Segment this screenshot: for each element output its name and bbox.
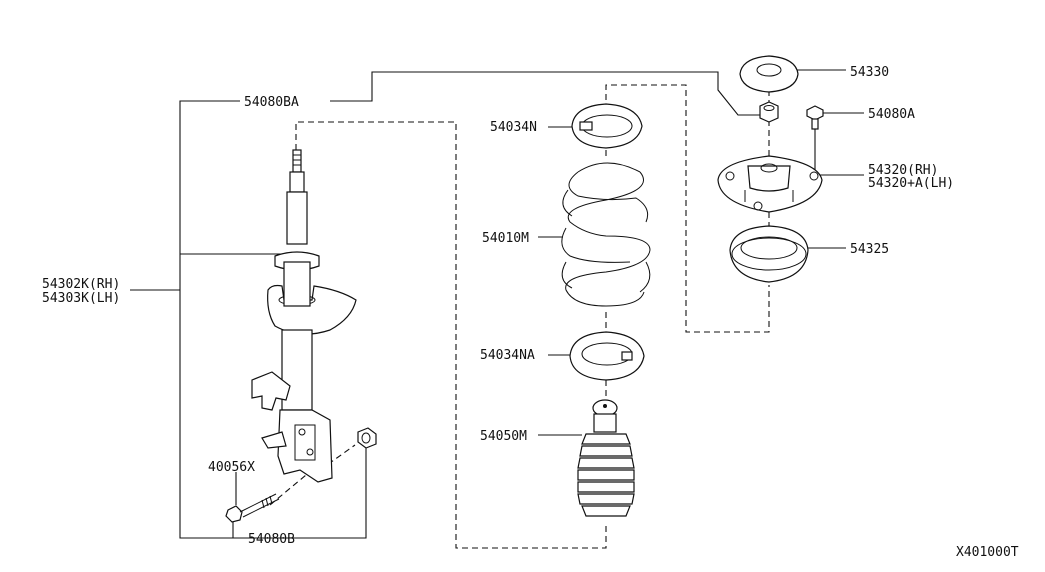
bump-stop-body (593, 413, 617, 433)
label-54034n: 54034N (490, 120, 537, 135)
coil-spring-part (561, 162, 651, 307)
label-40056x: 40056X (208, 460, 255, 475)
boot-rib-2 (579, 445, 633, 457)
strut-mount-part (717, 155, 823, 213)
assembly-dashed-lines (269, 84, 770, 549)
boot-rib-3 (577, 457, 635, 469)
strut-body-upper (283, 261, 311, 307)
strut-spring-seat (267, 284, 357, 335)
bolt-54080a-part (806, 105, 824, 130)
boot-rib-6 (577, 493, 635, 505)
strut-rod-lower (286, 191, 308, 245)
strut-brake-bracket (251, 371, 291, 411)
cap-54330-part (739, 55, 799, 93)
bolt-head (225, 505, 243, 523)
leader-54080ba-top (330, 71, 760, 116)
label-54080b: 54080B (248, 532, 295, 547)
label-54325: 54325 (850, 242, 889, 257)
label-54010m: 54010M (482, 231, 529, 246)
upper-seat-tab (579, 121, 593, 131)
boot-rib-7 (581, 505, 631, 517)
strut-assembly-part (251, 149, 357, 483)
label-54320-rh: 54320(RH) (868, 163, 938, 178)
upper-spring-seat-part (571, 103, 643, 149)
boot-rib-1 (581, 433, 631, 445)
top-nut-part (759, 101, 779, 123)
bolt-54080b-part (225, 493, 280, 523)
boot-rib-4 (577, 469, 635, 481)
label-54303k: 54303K(LH) (42, 291, 120, 306)
label-54080ba: 54080BA (244, 95, 299, 110)
label-54330: 54330 (850, 65, 889, 80)
strut-knuckle-bracket (277, 409, 333, 483)
lower-seat-tab (621, 351, 633, 361)
nut-body (357, 427, 377, 449)
labels: 54080BA 54302K(RH) 54303K(LH) 40056X 540… (42, 65, 1019, 560)
lower-spring-seat (569, 331, 645, 381)
dashed-strut-to-boot (295, 121, 607, 549)
cap (739, 55, 799, 93)
strut-abs-bracket (261, 431, 287, 449)
dashed-nut-line (319, 444, 356, 471)
nut-40056x-part (357, 427, 377, 449)
strut-rod-thread (292, 149, 302, 173)
strut-mount-boss (747, 165, 791, 192)
leader-54080ba-bracket (179, 100, 367, 539)
bearing-54325-part (729, 225, 809, 283)
upper-spring-seat (571, 103, 643, 149)
leader-lines (130, 69, 864, 539)
label-54050m: 54050M (480, 429, 527, 444)
label-54034na: 54034NA (480, 348, 535, 363)
label-54302k: 54302K(RH) (42, 277, 120, 292)
bump-stop-boot-part (577, 399, 635, 517)
diagram-code: X401000T (956, 545, 1019, 560)
dashed-seat-to-mount (605, 84, 770, 333)
label-54320-lh: 54320+A(LH) (868, 176, 954, 191)
mount-bolt-head (806, 105, 824, 121)
boot-rib-5 (577, 481, 635, 493)
mount-bolt-shank (811, 118, 819, 130)
label-54080a: 54080A (868, 107, 915, 122)
bearing (729, 225, 809, 283)
lower-spring-seat-part (569, 331, 645, 381)
strut-rod (289, 171, 305, 193)
